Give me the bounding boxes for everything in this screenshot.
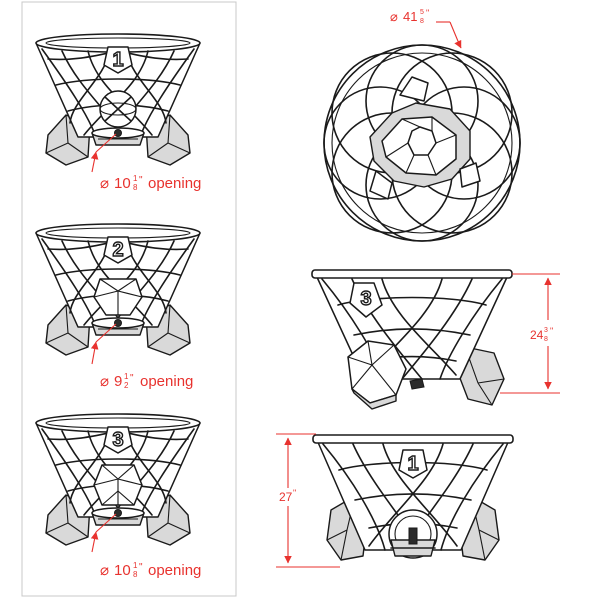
variant-number-1: 1: [112, 49, 123, 71]
side-1-height-unit: ": [293, 488, 296, 498]
side-view-3: 3: [311, 269, 513, 410]
opening-num-2: 1: [124, 372, 129, 381]
opening-label-1: opening: [148, 175, 201, 192]
diameter-symbol: ⌀: [390, 9, 398, 24]
opening-dimension-2: ⌀ 9 1 2 " opening: [90, 323, 193, 390]
variant-number-2: 2: [112, 239, 123, 261]
left-panel-frame: [21, 1, 237, 597]
diameter-symbol: ⌀: [100, 175, 109, 192]
top-view: [323, 44, 521, 242]
side-1-height-whole: 27: [279, 490, 293, 504]
opening-whole-3: 10: [114, 562, 131, 579]
opening-unit-2: ": [130, 373, 134, 384]
top-diameter-den: 8: [420, 18, 424, 25]
opening-num-1: 1: [133, 174, 138, 183]
basket-variant-1: 1: [35, 33, 201, 166]
basket-variant-2: 2: [35, 223, 201, 356]
height-dimension-side-1: 27 ": [276, 433, 340, 568]
side-3-height-whole: 24: [530, 328, 544, 342]
diameter-symbol: ⌀: [100, 562, 109, 579]
opening-label-3: opening: [148, 562, 201, 579]
top-diameter-num: 5: [420, 9, 424, 16]
opening-den-2: 2: [124, 381, 129, 390]
side-3-height-num: 3: [544, 327, 548, 334]
opening-den-1: 8: [133, 183, 138, 192]
basket-variant-3: 3: [35, 413, 201, 546]
side-3-height-den: 8: [544, 336, 548, 343]
opening-dimension-3: ⌀ 10 1 8 " opening: [90, 513, 201, 579]
diameter-symbol: ⌀: [100, 373, 109, 390]
opening-whole-1: 10: [114, 175, 131, 192]
opening-dimension-1: ⌀ 10 1 8 " opening: [90, 133, 201, 192]
opening-den-3: 8: [133, 570, 138, 579]
height-dimension-side-3: 24 3 8 ": [500, 273, 562, 394]
side-view-1: 1: [312, 434, 514, 561]
diameter-dimension-top: ⌀ 41 5 8 ": [390, 8, 462, 49]
side-3-height-unit: ": [550, 326, 553, 336]
variant-number-3: 3: [112, 429, 123, 451]
side-view-1-number: 1: [407, 453, 418, 475]
opening-whole-2: 9: [114, 373, 122, 390]
opening-num-3: 1: [133, 561, 138, 570]
top-diameter-unit: ": [426, 8, 429, 18]
opening-unit-3: ": [139, 562, 143, 573]
side-view-3-number: 3: [360, 288, 371, 310]
opening-unit-1: ": [139, 175, 143, 186]
opening-label-2: opening: [140, 373, 193, 390]
top-diameter-whole: 41: [403, 9, 417, 24]
